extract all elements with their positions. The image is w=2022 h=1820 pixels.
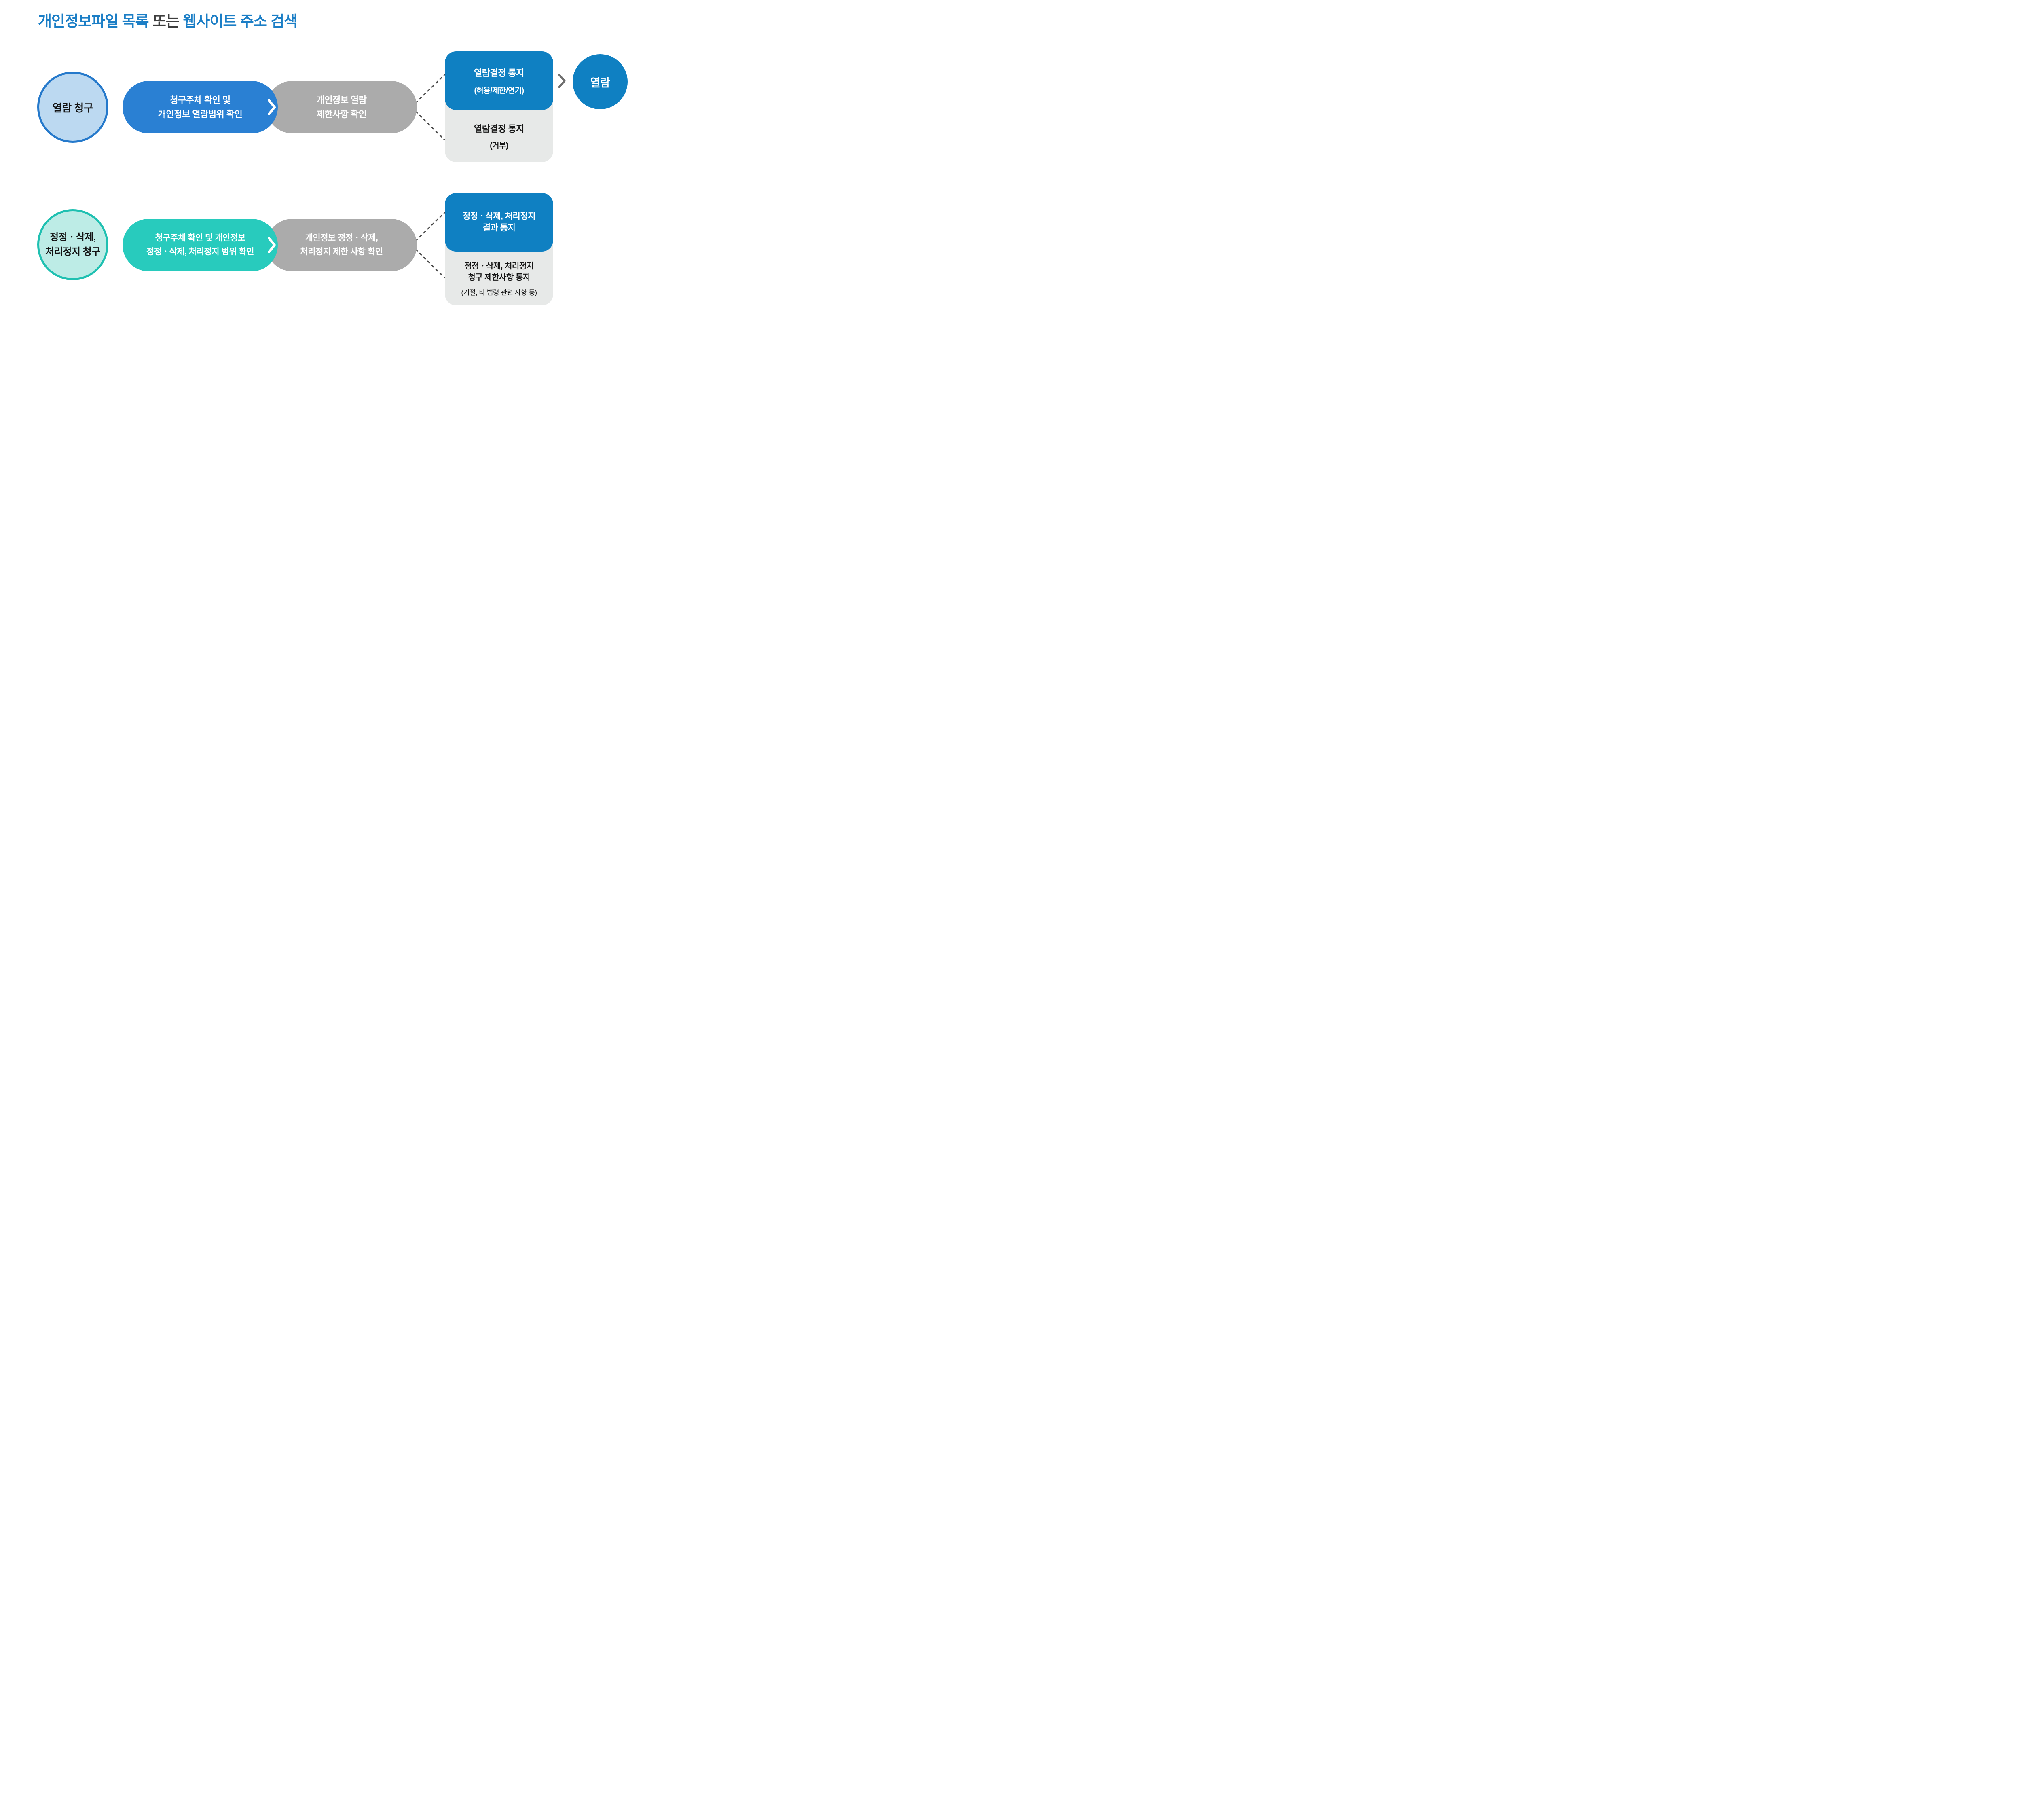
branch-connector (410, 74, 446, 141)
row2-request-line1: 정정ㆍ삭제, (49, 232, 96, 243)
row1-restriction-line2: 제한사항 확인 (316, 109, 367, 119)
title-part-3: 웹사이트 주소 검색 (183, 13, 298, 30)
row2-decision-line2: 결과 통지 (482, 223, 516, 233)
row1-rejection-line2: (거부) (490, 142, 508, 150)
row2-verify-pill: 청구주체 확인 및 개인정보 정정ㆍ삭제, 처리정지 범위 확인 (123, 219, 278, 271)
row2-rejection-line2: 청구 제한사항 통지 (468, 273, 530, 282)
row2-verify-line2: 정정ㆍ삭제, 처리정지 범위 확인 (146, 247, 254, 256)
row1-verify-line2: 개인정보 열람범위 확인 (158, 109, 243, 119)
chevron-right-icon (558, 74, 566, 88)
row1-request-circle: 열람 청구 (37, 72, 108, 143)
title-part-2: 또는 (148, 13, 183, 30)
row1-decision-box: 열람결정 통지 (허용/제한/연기) (445, 51, 553, 110)
row2-restriction-line1: 개인정보 정정ㆍ삭제, (305, 233, 378, 243)
row2-rejection-line1: 정정ㆍ삭제, 처리정지 (464, 261, 534, 271)
row2-rejection-line3: (거절, 타 법령 관련 사항 등) (461, 288, 537, 296)
row1-outcome-label: 열람 (590, 76, 610, 89)
row2-verify-line1: 청구주체 확인 및 개인정보 (155, 233, 245, 243)
row1-verify-line1: 청구주체 확인 및 (170, 95, 231, 105)
row1-request-label: 열람 청구 (52, 102, 93, 114)
row1-restriction-line1: 개인정보 열람 (316, 95, 367, 105)
row1-rejection-box: 열람결정 통지 (거부) (445, 110, 553, 162)
chevron-right-icon (268, 237, 276, 253)
branch-connector (410, 212, 446, 279)
title-part-1: 개인정보파일 목록 (38, 13, 149, 30)
row2-restriction-line2: 처리정지 제한 사항 확인 (300, 247, 383, 256)
page-title: 개인정보파일 목록 또는 웹사이트 주소 검색 (38, 9, 298, 31)
row2-decision-line1: 정정ㆍ삭제, 처리정지 (462, 212, 536, 221)
row2-rejection-box: 정정ㆍ삭제, 처리정지 청구 제한사항 통지 (거절, 타 법령 관련 사항 등… (445, 252, 553, 305)
row2-request-circle: 정정ㆍ삭제, 처리정지 청구 (37, 209, 108, 280)
flow-diagram-canvas: 개인정보파일 목록 또는 웹사이트 주소 검색 열람 청구 청구주체 확인 및 … (0, 0, 647, 364)
row1-decision-line2: (허용/제한/연기) (474, 87, 524, 95)
row2-restriction-pill: 개인정보 정정ㆍ삭제, 처리정지 제한 사항 확인 (266, 219, 417, 271)
row1-rejection-line1: 열람결정 통지 (474, 124, 525, 134)
row1-outcome-circle: 열람 (573, 54, 628, 109)
row1-verify-pill: 청구주체 확인 및 개인정보 열람범위 확인 (123, 81, 278, 133)
row2-result-stack: 정정ㆍ삭제, 처리정지 청구 제한사항 통지 (거절, 타 법령 관련 사항 등… (445, 193, 553, 305)
row2-request-line2: 처리정지 청구 (45, 246, 100, 257)
row1-restriction-pill: 개인정보 열람 제한사항 확인 (266, 81, 417, 133)
row2-decision-box: 정정ㆍ삭제, 처리정지 결과 통지 (445, 193, 553, 252)
chevron-right-icon (268, 99, 276, 115)
row1-decision-line1: 열람결정 통지 (474, 68, 525, 78)
row1-result-stack: 열람결정 통지 (거부) 열람결정 통지 (허용/제한/연기) (445, 51, 553, 162)
